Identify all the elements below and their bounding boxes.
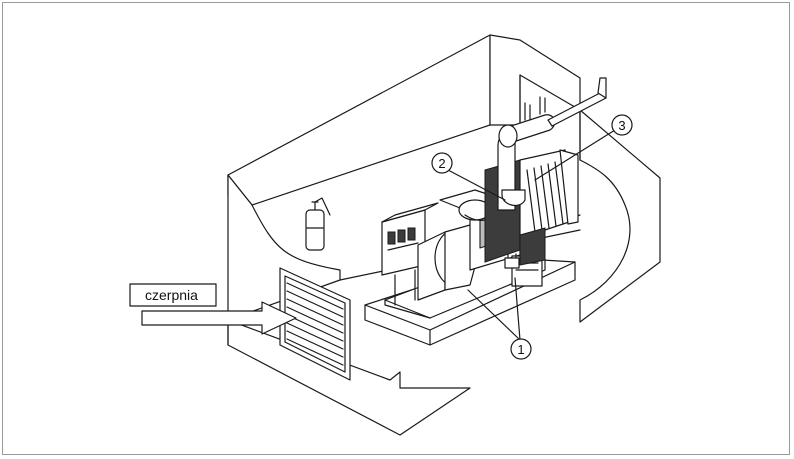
radiator — [484, 149, 579, 266]
intake-label: czerpnia — [145, 287, 198, 303]
intake-louvre — [279, 267, 351, 381]
callout-number-1: 1 — [517, 342, 524, 357]
intake-callout: czerpnia — [129, 283, 297, 335]
intake-label-box — [129, 283, 217, 307]
callout-number-2: 2 — [438, 156, 445, 171]
callout-2: 2 — [431, 152, 506, 201]
back-right-wall-top — [489, 34, 581, 126]
fire-extinguisher-icon — [305, 197, 331, 251]
battery — [504, 253, 520, 269]
exhaust-system — [497, 77, 607, 211]
callout-3: 3 — [534, 114, 633, 181]
callout-number-3: 3 — [618, 118, 625, 133]
right-wall — [579, 109, 661, 323]
back-left-wall — [227, 34, 491, 206]
callout-1: 1 — [467, 277, 532, 360]
airflow-arrow — [141, 301, 297, 335]
